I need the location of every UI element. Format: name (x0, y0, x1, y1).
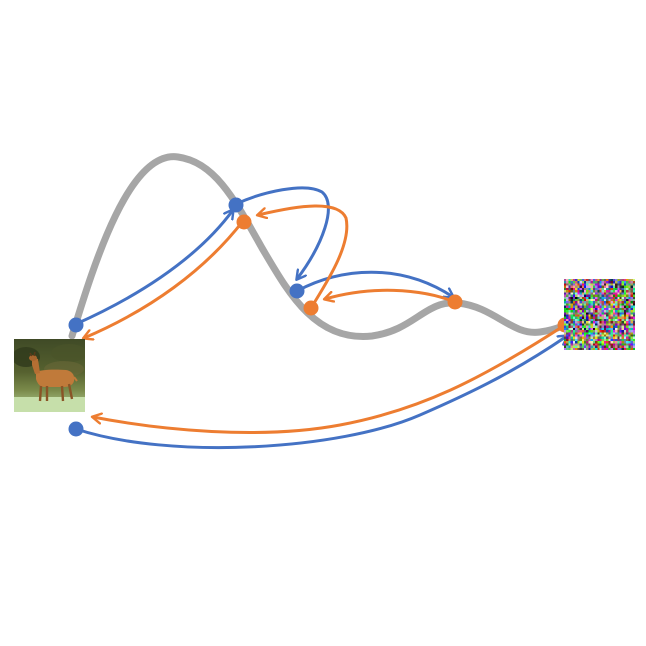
trajectory-curve (68, 153, 570, 340)
blue-point-3 (289, 283, 305, 299)
orange-point-1 (236, 214, 252, 230)
blue-point-1 (68, 317, 84, 333)
deer-photo-image (14, 339, 85, 412)
blue-arrow-4 (75, 336, 567, 450)
orange-arrow-2 (325, 288, 456, 304)
noise-image (564, 279, 635, 350)
orange-arrow-3 (258, 204, 349, 309)
orange-arrow-1 (93, 323, 566, 434)
blue-arrow-1 (75, 210, 233, 326)
blue-point-4 (68, 421, 84, 437)
orange-point-2 (303, 300, 319, 316)
blue-arrow-3 (296, 270, 453, 297)
orange-point-3 (447, 294, 463, 310)
blue-point-2 (228, 197, 244, 213)
blue-arrow-2 (235, 186, 330, 279)
orange-arrow-4 (84, 220, 245, 338)
